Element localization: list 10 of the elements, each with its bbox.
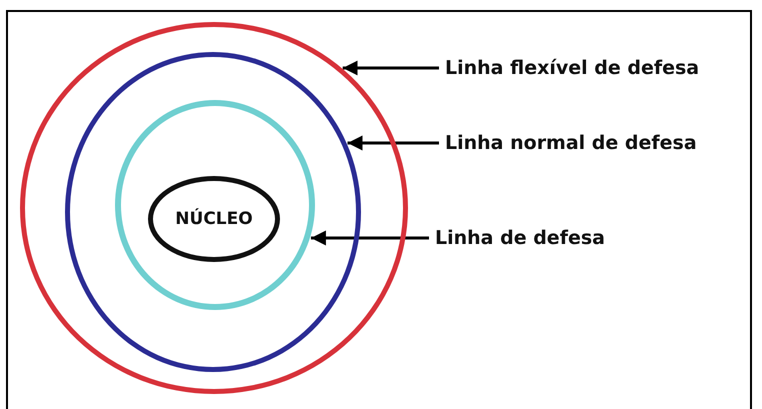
callout-label: Linha de defesa [435, 226, 605, 250]
ring-outline [65, 52, 361, 372]
nucleus-circle: NÚCLEO [148, 176, 280, 262]
ring-outline [115, 100, 315, 310]
arrow [348, 136, 439, 150]
arrow [342, 60, 439, 76]
arrow [310, 230, 429, 246]
callout-label: Linha flexível de defesa [445, 56, 700, 80]
callout-label: Linha normal de defesa [445, 131, 697, 155]
ring-outline [20, 22, 408, 394]
